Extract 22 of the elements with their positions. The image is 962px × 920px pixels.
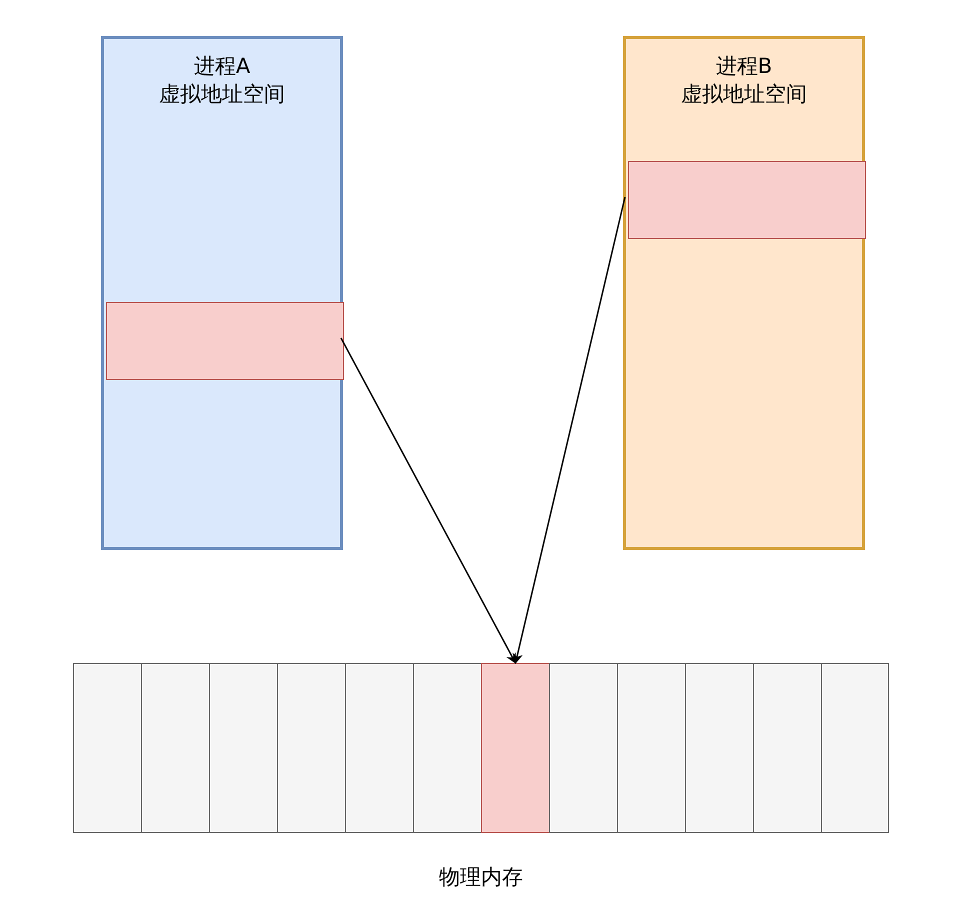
memory-page [685,663,754,833]
memory-page [549,663,618,833]
process-address-space [623,36,865,550]
process-address-space [101,36,343,550]
process-title: 进程B [716,53,772,80]
memory-page [821,663,889,833]
arrow [340,338,516,664]
memory-page [413,663,482,833]
memory-region [628,161,866,239]
memory-region [106,302,344,380]
address-space-label: 虚拟地址空间 [159,81,285,108]
memory-page [345,663,414,833]
process-title: 进程A [194,53,250,80]
memory-page [73,663,142,833]
memory-caption: 物理内存 [439,864,523,891]
memory-page [277,663,346,833]
memory-page [141,663,210,833]
memory-page [753,663,822,833]
memory-page [617,663,686,833]
memory-page [209,663,278,833]
mapped-memory-page [481,663,550,833]
address-space-label: 虚拟地址空间 [681,81,807,108]
